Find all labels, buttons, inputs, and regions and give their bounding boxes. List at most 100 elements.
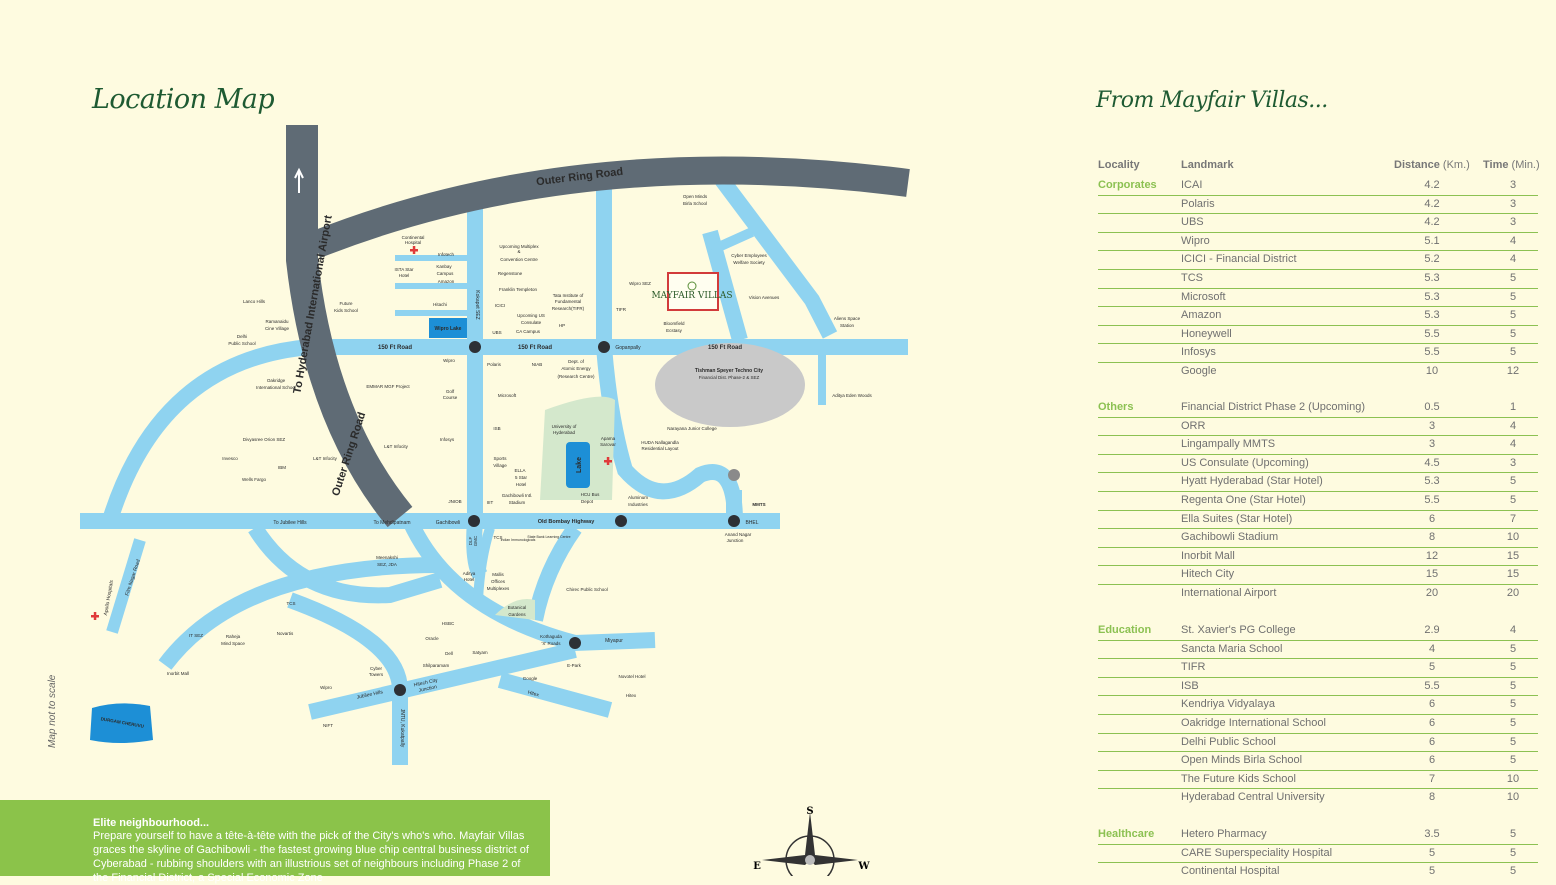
map-label: Hitech City (413, 677, 438, 688)
landmark-cell: The Future Kids School (1181, 772, 1296, 785)
time-cell: 4 (1509, 234, 1517, 247)
distance-cell: 4 (1428, 642, 1436, 655)
map-label: Apama (601, 436, 616, 441)
map-label: Narayana Junior College (667, 426, 717, 431)
mayfair-logo-text: MAYFAIR VILLAS (651, 291, 732, 301)
map-label: Kanbay (436, 264, 452, 269)
map-label: Welfare Society (733, 260, 765, 265)
road-gachibowli-kothaguda (402, 517, 656, 652)
map-label: 150 Ft Road (708, 345, 742, 351)
map-label: Wipro Lake (435, 326, 462, 332)
map-label: Dept. of (568, 359, 585, 364)
landmark-cell: CARE Superspeciality Hospital (1181, 846, 1333, 859)
category-label: Healthcare (1098, 828, 1155, 840)
header-time: Time (Min.) (1483, 159, 1540, 171)
category-label: Education (1098, 624, 1152, 636)
time-cell: 5 (1509, 828, 1517, 840)
outer-ring-road-north (309, 156, 910, 259)
landmark-cell: Honeywell (1181, 327, 1232, 340)
junction-kothaguda (569, 637, 581, 649)
map-label: Public School (228, 341, 255, 346)
landmark-cell: Open Minds Birla School (1181, 754, 1303, 767)
project-location-marker: MAYFAIR VILLAS (651, 272, 733, 311)
junction-anand-nagar (728, 515, 740, 527)
header-distance-label: Distance (1394, 159, 1440, 171)
north-arrow (294, 167, 304, 193)
map-label: State Bank Learning Centre (527, 535, 570, 539)
junction-kokapet (469, 341, 481, 353)
distance-cell: 3 (1428, 438, 1436, 451)
botanical-gardens-area (495, 599, 535, 620)
map-scale-note: Map not to scale (47, 674, 58, 748)
distance-cell: 5 (1428, 661, 1436, 674)
landmark-cell: Ella Suites (Star Hotel) (1181, 512, 1293, 525)
time-cell: 5 (1509, 735, 1517, 748)
distance-cell: 5.1 (1424, 234, 1440, 247)
time-cell: 5 (1509, 642, 1517, 655)
outer-ring-road-west (286, 125, 413, 528)
road-jubilee-link (248, 523, 443, 604)
map-label: TIFR (616, 307, 627, 312)
category-label: Corporates (1098, 179, 1157, 191)
map-label: Oracle (425, 636, 439, 641)
map-label: JNTU, Kukatpally (399, 709, 405, 748)
map-label: HCU Bus (581, 492, 601, 497)
road-hitech (308, 642, 577, 720)
distance-cell: 5 (1428, 865, 1436, 878)
map-label: Station (840, 323, 855, 328)
map-label: Vision Avenues (749, 295, 780, 300)
distance-cell: 6 (1428, 717, 1436, 729)
time-cell: 5 (1509, 346, 1517, 359)
map-label: Aditya Eden Woods (832, 393, 872, 398)
distance-cell: 7 (1428, 772, 1436, 785)
junction-gopanpally (598, 341, 610, 353)
table-row: Honeywell 5.5 5 (1098, 326, 1538, 345)
distance-cell: 12 (1425, 549, 1439, 562)
distance-cell: 5.5 (1424, 327, 1440, 340)
distance-cell: 5.5 (1424, 346, 1440, 359)
landmark-cell: Hyatt Hyderabad (Star Hotel) (1181, 475, 1323, 488)
map-label: SEZ, JDA (377, 562, 397, 567)
map-label: Gachibowli (436, 520, 460, 526)
time-cell: 5 (1509, 290, 1517, 303)
map-label: Upcoming Multiplex (499, 244, 539, 249)
durgam-cheruvu-lake (90, 703, 153, 743)
neighbourhood-text: Prepare yourself to have a tête-à-tête w… (93, 830, 529, 884)
time-cell: 5 (1509, 327, 1517, 340)
compass-west: W (857, 861, 870, 872)
time-cell: 7 (1509, 512, 1517, 525)
map-label: Continental (402, 235, 425, 240)
map-label: Junction (727, 538, 744, 543)
map-label: Cyber (370, 666, 383, 671)
map-label: TCS (287, 601, 296, 606)
map-label: Future (339, 301, 353, 306)
compass-east: E (753, 861, 761, 872)
landmark-cell: UBS (1181, 216, 1204, 229)
map-label: 150 Ft Road (518, 345, 552, 351)
map-label: Mallis (492, 572, 504, 577)
time-cell: 3 (1509, 216, 1517, 229)
map-label: EMMAR MGF Project (366, 384, 410, 389)
map-label: (Research Centre) (557, 374, 595, 379)
hospital-icon (91, 246, 612, 620)
map-label: Miyapur (605, 638, 623, 644)
map-label: Indian Immunologicals (501, 538, 536, 542)
time-cell: 5 (1509, 679, 1517, 692)
landmark-cell: ICAI (1181, 179, 1203, 191)
map-label: ISTA Star (395, 267, 414, 272)
map-label: Aditya (463, 571, 476, 576)
landmark-cell: Continental Hospital (1181, 865, 1280, 878)
map-label: Research(TIFR) (552, 306, 585, 311)
distance-cell: 5.3 (1424, 290, 1440, 303)
